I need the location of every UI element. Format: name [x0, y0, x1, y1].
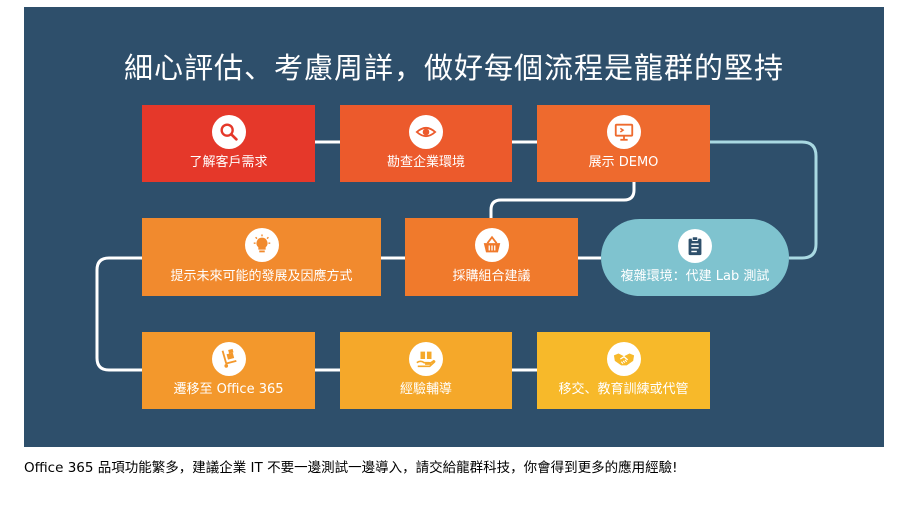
step-experience-coaching: 經驗輔導	[340, 332, 512, 409]
step-label: 勘查企業環境	[386, 155, 465, 170]
step-label: 經驗輔導	[399, 382, 452, 397]
eye-icon	[409, 115, 443, 149]
step-purchase-advice: 採購組合建議	[405, 218, 578, 296]
basket-icon	[474, 228, 509, 262]
lightbulb-icon	[244, 228, 279, 262]
step-understand-needs: 了解客戶需求	[142, 105, 315, 182]
step-future-advice: 提示未來可能的發展及因應方式	[142, 218, 381, 296]
step-label: 提示未來可能的發展及因應方式	[170, 269, 353, 284]
step-label: 了解客戶需求	[189, 155, 268, 170]
hand-truck-icon	[211, 342, 246, 376]
step-label: 複雜環境：代建 Lab 測試	[620, 269, 770, 284]
handshake-icon	[606, 342, 641, 376]
process-diagram-panel: 細心評估、考慮周詳，做好每個流程是龍群的堅持 了解客戶需求 勘查企業環境 展示 …	[24, 7, 884, 447]
magnifier-icon	[211, 115, 246, 149]
step-survey-environment: 勘查企業環境	[340, 105, 512, 182]
step-label: 採購組合建議	[452, 269, 531, 284]
step-label: 展示 DEMO	[588, 155, 659, 170]
monitor-icon	[606, 115, 641, 149]
step-migrate-office365: 遷移至 Office 365	[142, 332, 315, 409]
flow-connectors	[95, 140, 818, 372]
step-handover-training: 移交、教育訓練或代管	[537, 332, 710, 409]
step-label: 移交、教育訓練或代管	[558, 382, 689, 397]
diagram-title: 細心評估、考慮周詳，做好每個流程是龍群的堅持	[123, 51, 784, 85]
book-hand-icon	[409, 342, 443, 376]
step-demo: 展示 DEMO	[537, 105, 710, 182]
step-lab-testing: 複雜環境：代建 Lab 測試	[601, 219, 789, 296]
footer-caption: Office 365 品項功能繁多，建議企業 IT 不要一邊測試一邊導入，請交給…	[24, 460, 678, 476]
step-label: 遷移至 Office 365	[173, 382, 284, 397]
clipboard-icon	[678, 229, 712, 263]
